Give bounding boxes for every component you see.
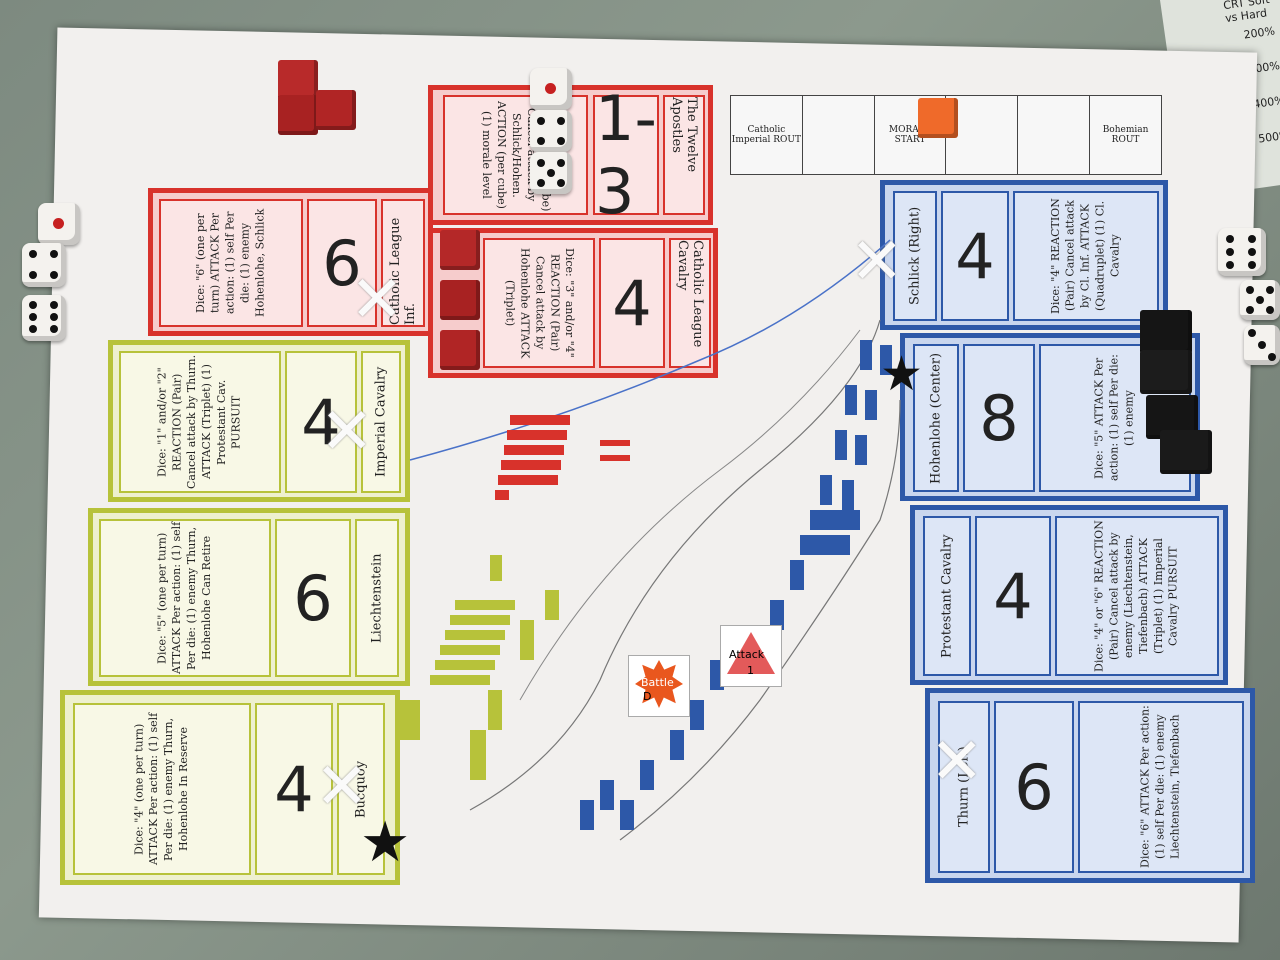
red-cube[interactable] bbox=[278, 60, 318, 100]
hill-outline bbox=[619, 399, 901, 841]
battle-marker[interactable]: Battle D bbox=[628, 655, 690, 717]
card-strength: 4 bbox=[285, 351, 357, 493]
morale-box-bohemian-rout[interactable]: Bohemian ROUT bbox=[1102, 125, 1149, 145]
destroyed-x-icon[interactable]: ✕ bbox=[320, 395, 374, 469]
red-cube[interactable] bbox=[440, 330, 480, 370]
die-four[interactable] bbox=[22, 243, 66, 287]
card-strength: 6 bbox=[275, 519, 351, 677]
hill-outline bbox=[519, 329, 861, 701]
black-cube[interactable] bbox=[1140, 350, 1192, 394]
card-strength: 4 bbox=[975, 516, 1051, 676]
star-marker-icon[interactable]: ★ bbox=[360, 810, 411, 875]
red-cube[interactable] bbox=[316, 90, 356, 130]
die-five[interactable] bbox=[1240, 280, 1280, 320]
catholic-league-formation bbox=[495, 415, 630, 500]
red-cube[interactable] bbox=[440, 280, 480, 320]
morale-box[interactable] bbox=[1018, 96, 1091, 174]
card-strength: 4 bbox=[599, 238, 665, 368]
card-thurn[interactable]: Thurn (Left) 6 Dice: "6" ATTACK Per acti… bbox=[925, 688, 1255, 883]
die-one[interactable] bbox=[530, 68, 572, 110]
card-catholic-league-infantry[interactable]: Catholic League Inf. 6 Dice: "6" (one pe… bbox=[148, 188, 433, 336]
card-protestant-cavalry[interactable]: Protestant Cavalry 4 Dice: "4" or "6" RE… bbox=[910, 505, 1228, 685]
card-rules: Dice: "3" and/or "4" REACTION (Pair) Can… bbox=[483, 238, 595, 368]
die-six[interactable] bbox=[1218, 228, 1266, 276]
star-marker-icon[interactable]: ★ bbox=[880, 346, 924, 402]
attack-marker[interactable]: Attack 1 bbox=[720, 625, 782, 687]
morale-box-catholic-rout[interactable]: Catholic Imperial ROUT bbox=[731, 96, 803, 174]
red-cube[interactable] bbox=[278, 95, 318, 135]
card-strength: 4 bbox=[255, 703, 333, 875]
hill-outline bbox=[469, 319, 881, 811]
card-strength: 8 bbox=[963, 344, 1035, 492]
destroyed-x-icon[interactable]: ✕ bbox=[315, 750, 369, 824]
battle-marker-label: Battle bbox=[641, 676, 674, 689]
destroyed-x-icon[interactable]: ✕ bbox=[350, 263, 404, 337]
card-bucquoy[interactable]: Bucquoy 4 Dice: "4" (one per turn) ATTAC… bbox=[60, 690, 400, 885]
destroyed-x-icon[interactable]: ✕ bbox=[850, 225, 904, 299]
red-cube[interactable] bbox=[440, 230, 480, 270]
die-six[interactable] bbox=[22, 295, 66, 341]
attack-marker-value: 1 bbox=[747, 664, 754, 677]
destroyed-x-icon[interactable]: ✕ bbox=[930, 725, 984, 799]
attack-arrow-icon bbox=[727, 632, 775, 674]
die-three[interactable] bbox=[1244, 325, 1280, 365]
card-liechtenstein[interactable]: Liechtenstein 6 Dice: "5" (one per turn)… bbox=[88, 508, 410, 686]
morale-box[interactable] bbox=[946, 96, 1019, 174]
die-four[interactable] bbox=[530, 110, 572, 152]
imperial-formation bbox=[400, 555, 559, 780]
black-cube[interactable] bbox=[1160, 430, 1212, 474]
black-cube[interactable] bbox=[1140, 310, 1192, 354]
card-strength: 6 bbox=[994, 701, 1074, 873]
card-strength: 1-3 bbox=[593, 82, 659, 228]
card-strength: 4 bbox=[941, 191, 1009, 321]
card-name: Catholic League Cavalry bbox=[669, 238, 711, 368]
attack-marker-label: Attack bbox=[729, 648, 765, 661]
die-five[interactable] bbox=[530, 152, 572, 194]
morale-box[interactable] bbox=[803, 96, 875, 174]
card-schlick[interactable]: Schlick (Right) 4 Dice: "4" REACTION (Pa… bbox=[880, 180, 1168, 330]
card-strength: 6 bbox=[307, 199, 377, 327]
bohemian-formation bbox=[580, 340, 892, 830]
stream-line bbox=[409, 239, 891, 461]
card-imperial-cavalry[interactable]: Imperial Cavalry 4 Dice: "1" and/or "2" … bbox=[108, 340, 410, 502]
card-name: The Twelve Apostles bbox=[663, 95, 705, 215]
die-one[interactable] bbox=[38, 203, 80, 245]
orange-morale-cube[interactable] bbox=[918, 98, 958, 138]
battle-marker-value: D bbox=[643, 690, 652, 703]
